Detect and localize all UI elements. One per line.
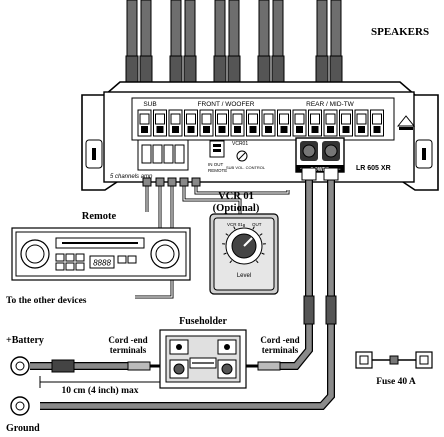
- radio-display-text: 8888: [93, 259, 111, 268]
- vcr-title: VCR 01: [218, 191, 254, 202]
- other-devices-label: To the other devices: [6, 296, 87, 306]
- remote-label: REMOTE: [208, 168, 227, 173]
- svg-text:OUT: OUT: [252, 222, 262, 227]
- remote-label-text: Remote: [82, 211, 117, 222]
- speaker-terminal: [184, 109, 198, 137]
- speaker-terminal: [261, 109, 276, 137]
- speaker-terminal: [137, 109, 152, 137]
- dial-tick: [223, 252, 227, 255]
- power-minus: −: [337, 167, 341, 173]
- speaker-terminal: [370, 109, 384, 137]
- amp-caption: 5 channels amp: [110, 174, 153, 180]
- speaker-terminal: [199, 109, 214, 137]
- power-cables: [10, 167, 339, 416]
- dial-tick: [255, 260, 259, 264]
- dial-ticks: [222, 224, 266, 264]
- fuse-40a-icon: [355, 351, 433, 369]
- fuseholder: [159, 329, 247, 389]
- speaker-terminal: [323, 109, 338, 137]
- speaker-terminal: [168, 109, 183, 137]
- svg-text:VCR 01: VCR 01: [227, 222, 243, 227]
- speaker-terminal: [230, 109, 245, 137]
- knob-level-label: Level: [237, 273, 251, 279]
- speaker-terminal: [277, 109, 291, 137]
- vcr-block-label: VCR01: [232, 141, 248, 147]
- in-out-label: IN OUT: [208, 162, 224, 167]
- dial-tick: [225, 233, 229, 236]
- ground-label: Ground: [6, 423, 40, 434]
- group-label-rear: REAR / MID-TW: [306, 101, 355, 108]
- battery-label: +Battery: [6, 335, 44, 346]
- dial-tick: [233, 226, 236, 230]
- vcr-optional: (Optional): [213, 203, 260, 214]
- group-label-sub: SUB: [143, 101, 156, 108]
- dial-tick: [229, 260, 233, 264]
- vcr-control-label: SUB VOL. CONTROL: [226, 165, 266, 170]
- distance-marker: [39, 376, 161, 388]
- cord-end-right-line1: Cord -end: [260, 335, 299, 345]
- cord-end-left-line1: Cord -end: [108, 335, 147, 345]
- cord-end-right-line2: terminals: [262, 345, 299, 355]
- speaker-terminal: [246, 109, 260, 137]
- speaker-terminal: [215, 109, 229, 137]
- vcr-01-unit: VCR 01 OUT Level: [209, 213, 279, 295]
- speaker-terminals: [137, 109, 384, 137]
- model-label: LR 605 XR: [356, 165, 391, 172]
- radio-display: [89, 255, 115, 269]
- power-label: POWER: [311, 167, 330, 173]
- cord-end-left-line2: terminals: [110, 345, 147, 355]
- speaker-terminal: [339, 109, 353, 137]
- fuse-label: Fuse 40 A: [376, 377, 416, 387]
- amplifier: SUB FRONT / WOOFER REAR / MID-TW 5 chann…: [81, 81, 439, 191]
- speaker-terminal: [354, 109, 369, 137]
- dial-tick: [252, 226, 255, 230]
- dial-tick: [261, 252, 265, 255]
- speaker-terminal: [308, 109, 322, 137]
- head-unit: 8888: [11, 227, 191, 281]
- group-label-front: FRONT / WOOFER: [198, 101, 255, 108]
- dial-tick: [259, 233, 263, 236]
- speaker-terminal: [292, 109, 307, 137]
- distance-label: 10 cm (4 inch) max: [61, 385, 138, 396]
- speaker-terminal: [153, 109, 167, 137]
- warning-icon: [396, 115, 416, 127]
- speakers-label: SPEAKERS: [371, 26, 429, 38]
- fuseholder-label: Fuseholder: [179, 316, 227, 327]
- rca-plugs: [142, 177, 201, 187]
